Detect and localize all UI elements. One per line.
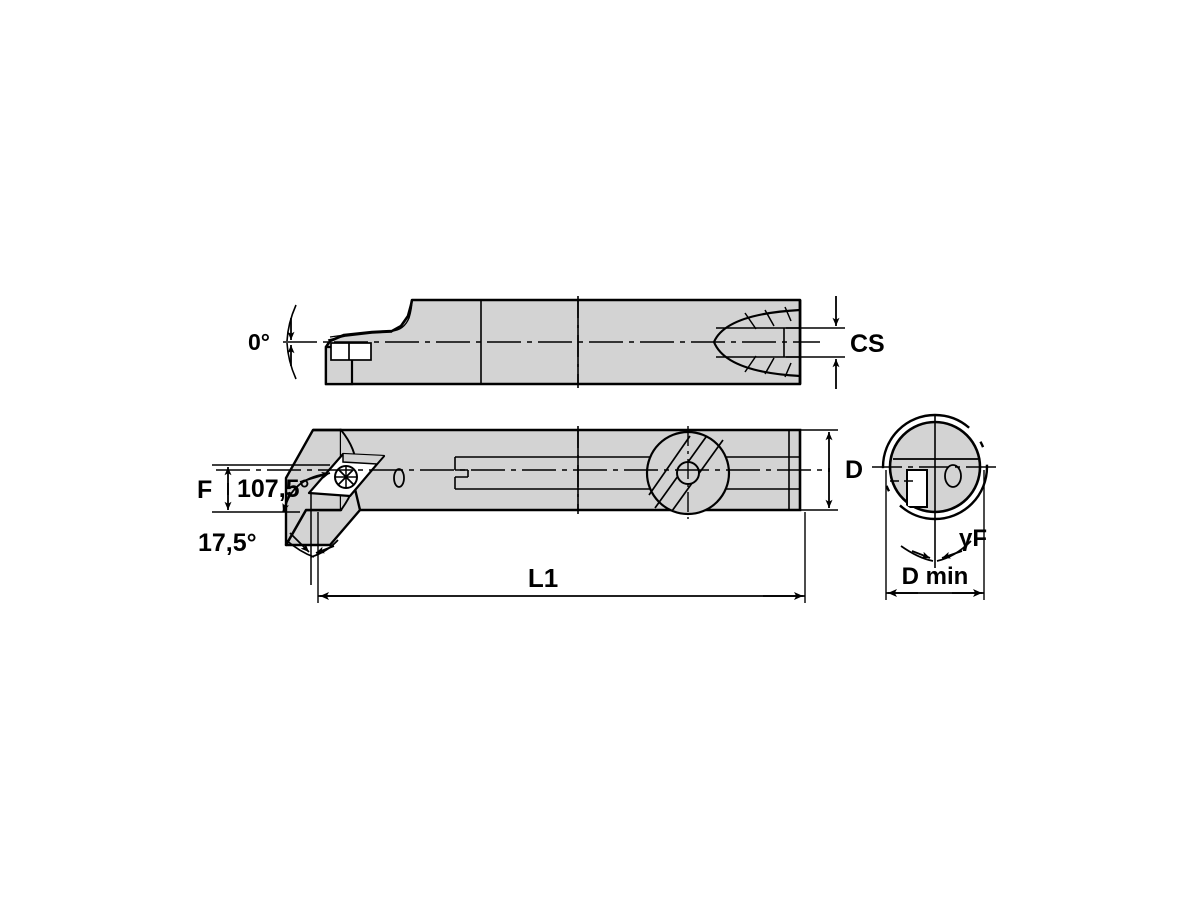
end-view-screw-hole <box>944 464 962 488</box>
top-view-chipbreaker-line-1 <box>327 331 393 341</box>
top-view-chipbreaker-line-2 <box>329 331 379 338</box>
gamma-f-arc-left <box>900 545 934 562</box>
dimension-cs: CS <box>786 296 885 389</box>
angle-17-5-arc-right <box>310 539 339 558</box>
angle-17-5-label: 17,5° <box>198 529 257 557</box>
dimension-angle-0: 0° <box>248 304 297 380</box>
side-view-insert-screw <box>334 465 358 489</box>
end-view-insert <box>906 469 928 508</box>
gamma-f-label: γF <box>959 525 987 552</box>
end-view: γF D min <box>872 413 1000 600</box>
gamma-f-arrow-left <box>911 550 931 559</box>
top-view-bullnose-hatch-lower <box>744 355 792 378</box>
angle-107-5-arrow-a <box>299 472 331 483</box>
angle-0-label: 0° <box>248 329 270 355</box>
side-view-clamp-disc <box>645 426 731 519</box>
top-view-transition-curve <box>391 299 413 332</box>
top-view-insert-seat <box>330 342 372 361</box>
dimension-angle-107-5: 107,5° <box>237 472 331 513</box>
dimension-l1: L1 <box>317 512 806 603</box>
angle-0-arc-upper <box>286 304 297 342</box>
side-view-head-screw-hole <box>393 468 405 488</box>
angle-107-5-arrow-b <box>282 491 291 513</box>
l1-label: L1 <box>528 563 558 593</box>
dimension-d-min: D min <box>885 470 985 600</box>
dimension-gamma-f: γF <box>900 525 987 562</box>
d-label: D <box>845 456 863 484</box>
f-label: F <box>197 476 212 504</box>
angle-107-5-label: 107,5° <box>237 475 310 503</box>
d-min-label: D min <box>902 563 969 590</box>
dimension-angle-17-5: 17,5° <box>198 492 339 585</box>
clamp-disc-hatch-3 <box>648 435 691 496</box>
dimension-f: F <box>197 464 330 513</box>
gamma-f-arrow-right <box>941 550 963 559</box>
side-view-insert-top-facet <box>342 454 385 465</box>
angle-0-arc-lower <box>286 342 297 380</box>
top-view-bullnose-hatch-upper <box>744 306 792 330</box>
cs-label: CS <box>850 330 885 358</box>
top-view: 0° CS <box>248 296 885 389</box>
angle-17-5-arrow-left <box>289 532 310 553</box>
side-view: F 107,5° 17,5° D <box>197 426 863 603</box>
dimension-d: D <box>789 429 863 511</box>
angle-17-5-arrow-right <box>315 545 335 554</box>
